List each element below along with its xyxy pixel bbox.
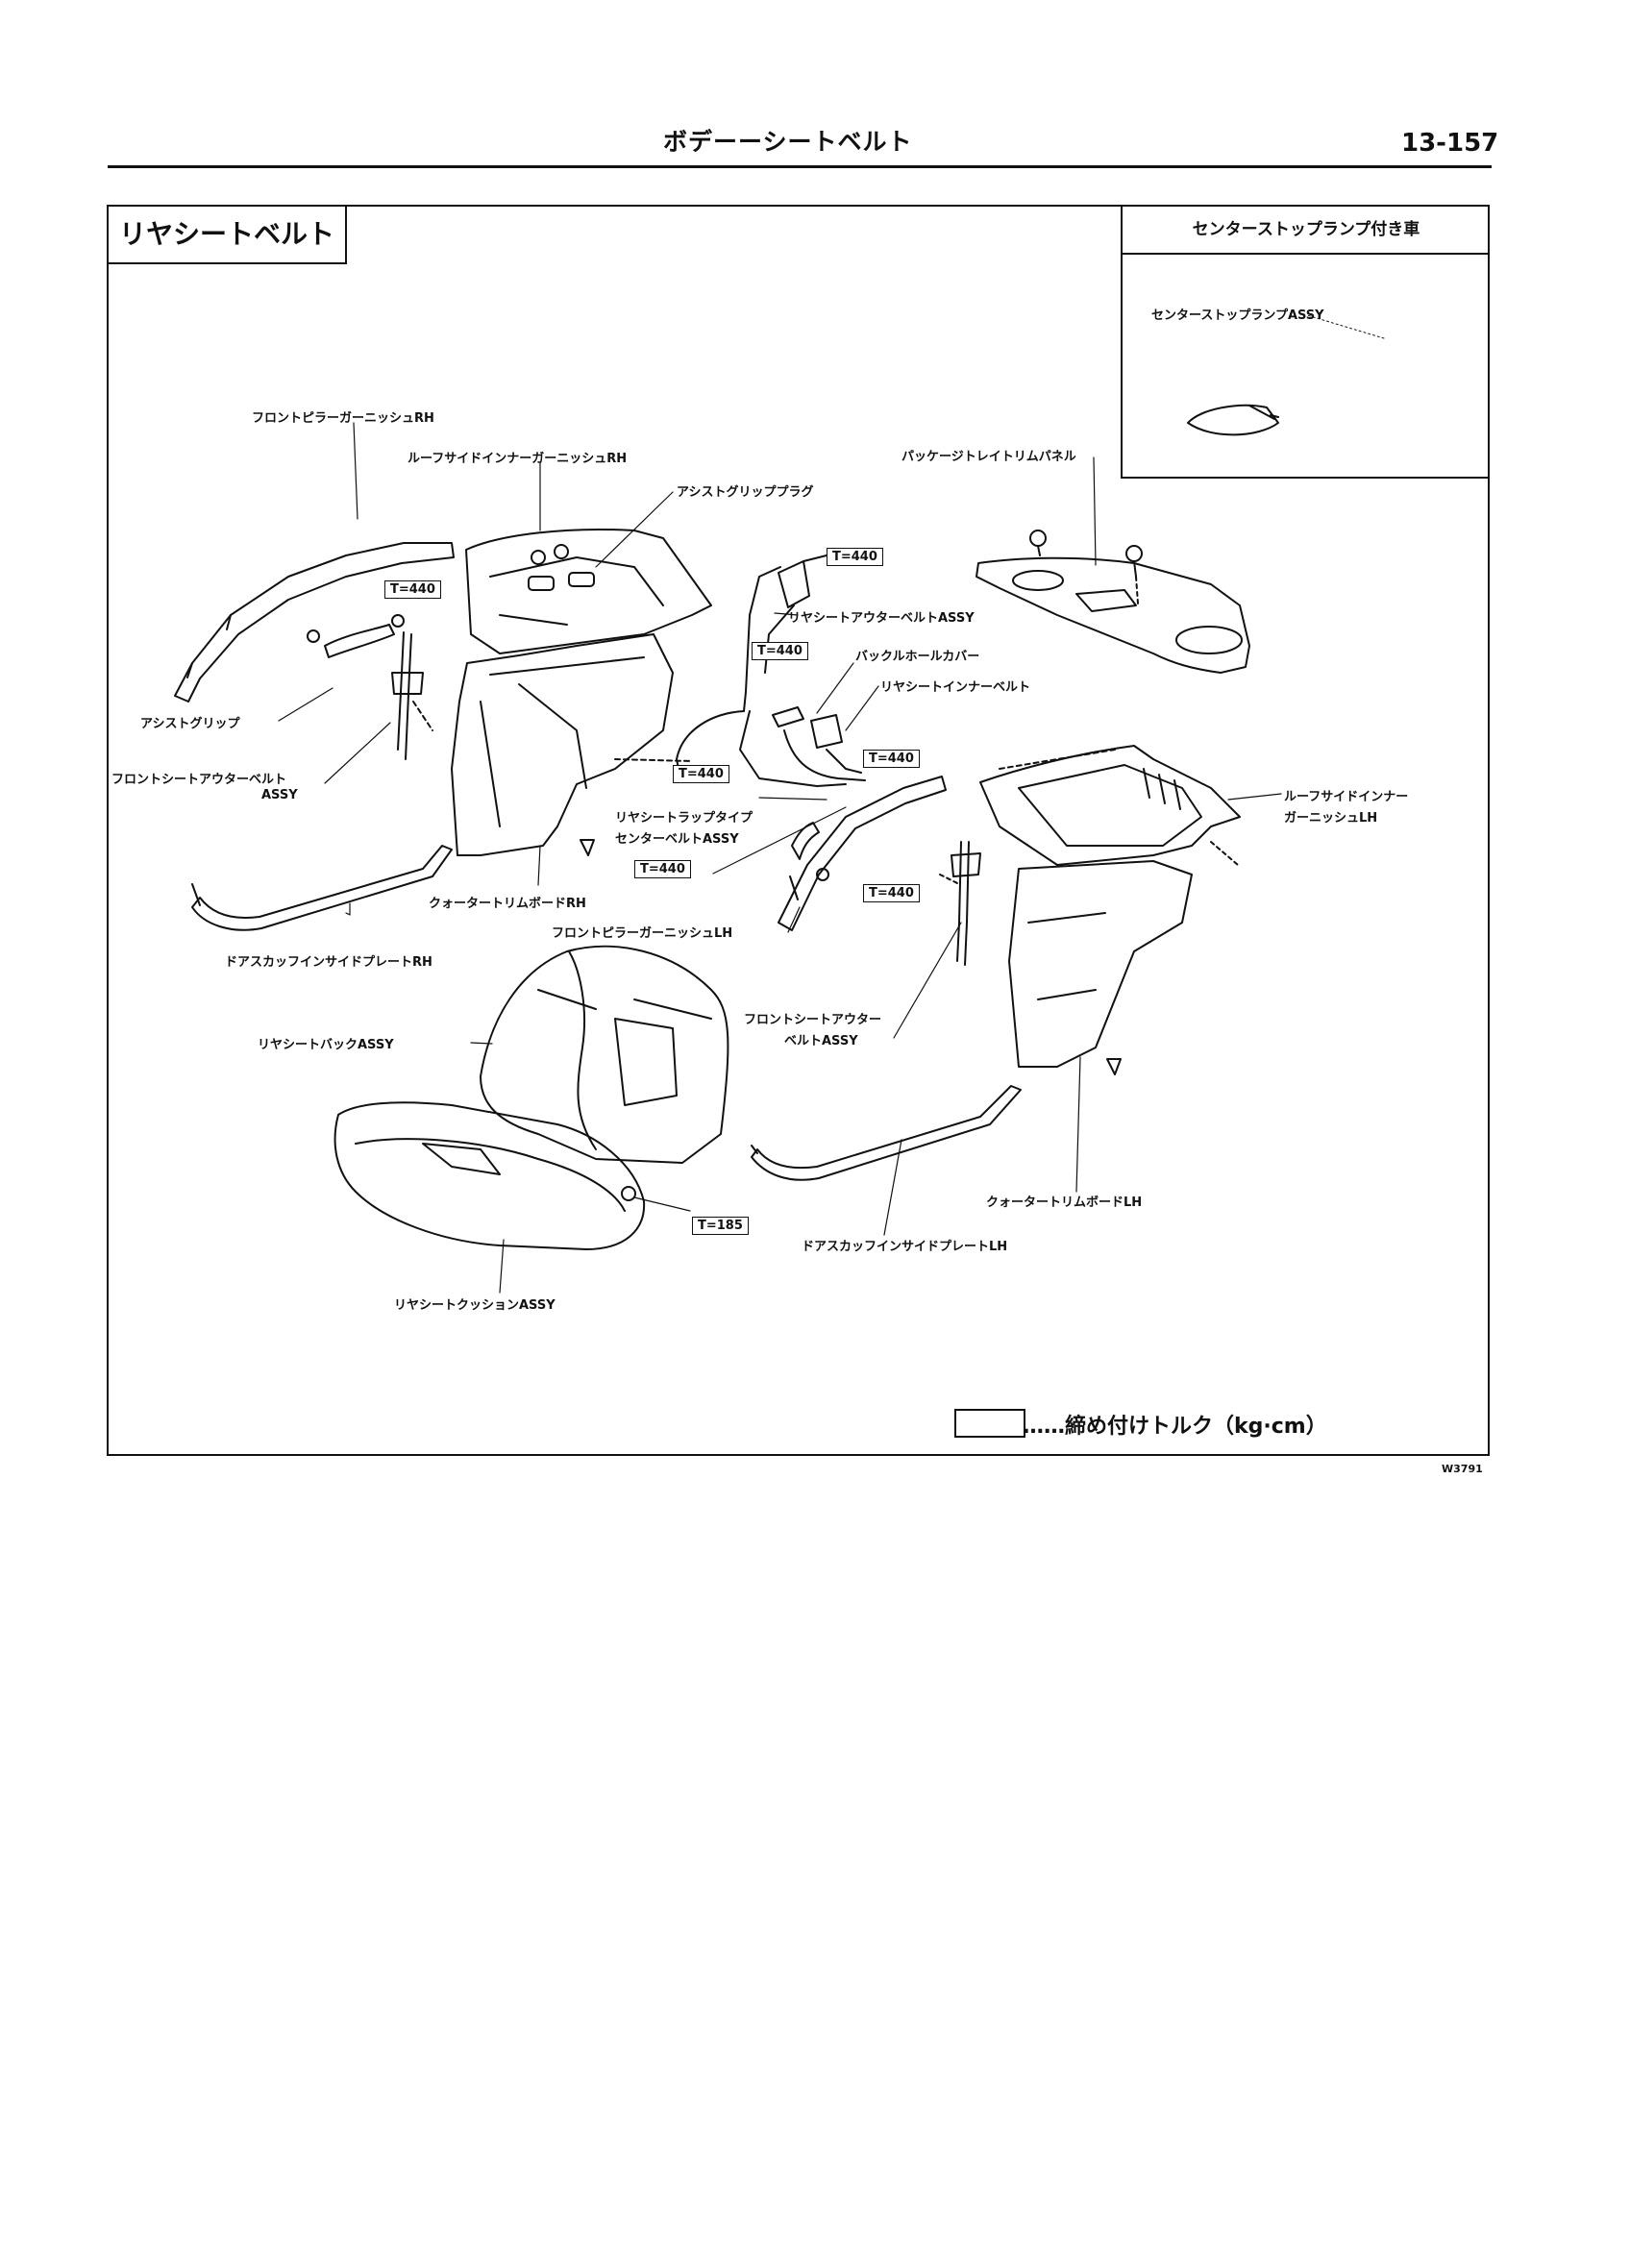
torque-value: T=440 — [827, 548, 883, 566]
scuff-plate-lh-drawing — [751, 1085, 1022, 1181]
inset-title: センターストップランプ付き車 — [1123, 207, 1490, 255]
inset-part-label: センターストップランプASSY — [1151, 308, 1324, 323]
label-front-pillar-garnish-lh: フロントピラーガーニッシュLH — [552, 926, 733, 941]
figure-code: W3791 — [1442, 1463, 1483, 1475]
front-pillar-garnish-rh-drawing — [174, 542, 455, 703]
label-roof-side-garnish-rh: ルーフサイドインナーガーニッシュRH — [408, 452, 628, 466]
front-pillar-garnish-lh-drawing — [778, 776, 947, 931]
assist-grip-lh-drawing — [791, 822, 829, 881]
label-rear-seat-back: リヤシートバックASSY — [258, 1038, 394, 1052]
label-roof-side-garnish-lh-1: ルーフサイドインナー — [1284, 790, 1409, 804]
label-lap-center-belt-2: センターベルトASSY — [615, 832, 739, 847]
label-roof-side-garnish-lh-2: ガーニッシュLH — [1284, 811, 1378, 826]
label-package-tray: パッケージトレイトリムパネル — [901, 450, 1076, 464]
leader-lines — [278, 422, 1282, 1294]
label-assist-grip: アシストグリップ — [140, 717, 240, 731]
page-title: ボデーーシートベルト — [663, 128, 913, 156]
label-rear-outer-belt: リヤシートアウターベルトASSY — [788, 611, 975, 626]
label-lap-center-belt-1: リヤシートラップタイプ — [615, 811, 753, 826]
roof-side-garnish-lh-drawing — [979, 745, 1241, 866]
label-scuff-plate-lh: ドアスカッフインサイドプレートLH — [802, 1240, 1008, 1254]
front-seat-outer-belt-rh-drawing — [391, 631, 433, 760]
torque-value: T=440 — [673, 765, 729, 783]
torque-value: T=440 — [634, 860, 691, 878]
label-buckle-cover: バックルホールカバー — [855, 650, 980, 664]
scuff-plate-rh-drawing — [191, 845, 453, 931]
label-assist-grip-plug: アシストグリッププラグ — [677, 485, 814, 500]
buckle-inner-belt-drawing — [772, 706, 866, 781]
label-front-outer-belt-rh-1: フロントシートアウターベルト — [111, 773, 287, 787]
rear-seat-back-drawing — [480, 945, 729, 1164]
center-stop-lamp-drawing — [1187, 314, 1385, 436]
quarter-trim-board-lh-drawing — [1008, 860, 1193, 1075]
center-stop-lamp-inset: センターストップランプ付き車 センターストップランプASSY — [1121, 207, 1490, 479]
assist-grip-rh-drawing — [307, 614, 405, 658]
label-front-outer-belt-lh-1: フロントシートアウター — [744, 1013, 882, 1027]
torque-value: T=440 — [863, 750, 920, 768]
quarter-trim-board-rh-drawing — [451, 633, 693, 856]
section-title: リヤシートベルト — [109, 207, 347, 264]
label-front-outer-belt-lh-2: ベルトASSY — [784, 1034, 858, 1048]
torque-value: T=440 — [863, 884, 920, 902]
legend-text: ……締め付けトルク（kg·cm） — [1023, 1415, 1327, 1439]
torque-value: T=440 — [384, 580, 441, 599]
page-number: 13-157 — [1401, 129, 1499, 158]
label-quarter-trim-rh: クォータートリムボードRH — [429, 897, 586, 911]
torque-value: T=440 — [752, 642, 808, 660]
front-seat-outer-belt-lh-drawing — [939, 841, 981, 966]
roof-side-garnish-rh-drawing — [465, 529, 712, 654]
label-rear-seat-cushion: リヤシートクッションASSY — [394, 1298, 556, 1313]
label-front-outer-belt-rh-2: ASSY — [261, 788, 298, 802]
header-rule — [108, 165, 1492, 168]
rear-seat-cushion-drawing — [333, 1101, 646, 1250]
package-tray-drawing — [976, 530, 1250, 674]
label-rear-inner-belt: リヤシートインナーベルト — [880, 680, 1031, 695]
label-front-pillar-garnish-rh: フロントピラーガーニッシュRH — [252, 411, 434, 426]
rear-seat-outer-belt-drawing — [676, 555, 847, 787]
label-scuff-plate-rh: ドアスカッフインサイドプレートRH — [225, 955, 432, 970]
diagram-frame: リヤシートベルト センターストップランプ付き車 センターストップランプASSY — [107, 205, 1490, 1456]
torque-value: T=185 — [692, 1217, 749, 1235]
legend-torque-box — [954, 1409, 1025, 1438]
label-quarter-trim-lh: クォータートリムボードLH — [986, 1196, 1143, 1210]
